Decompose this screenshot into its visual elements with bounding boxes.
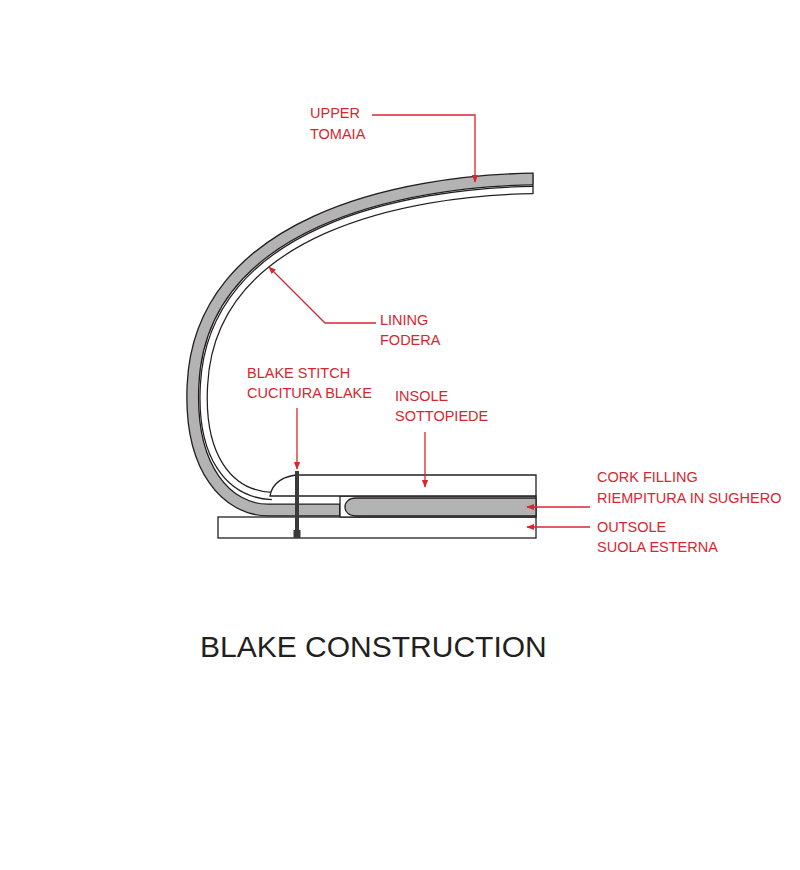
cork-filling [345, 498, 536, 516]
part-label: TOMAIA [310, 126, 365, 143]
upper-outline [193, 179, 533, 510]
part-label: CORK FILLING [597, 469, 698, 486]
part-label: OUTSOLE [597, 519, 666, 536]
lining-outline [204, 190, 533, 496]
blake-stitch [295, 471, 299, 538]
leader-line [527, 526, 590, 527]
part-label: SUOLA ESTERNA [597, 539, 718, 556]
leader-line [296, 408, 297, 469]
part-label: INSOLE [395, 388, 448, 405]
upper [193, 179, 534, 510]
leader-line [372, 115, 475, 182]
part-label: RIEMPITURA IN SUGHERO [597, 490, 782, 507]
part-label: LINING [380, 312, 428, 329]
cork-cavity [340, 496, 536, 517]
diagram-title: BLAKE CONSTRUCTION [200, 630, 547, 664]
leader-line [269, 267, 376, 323]
part-label: FODERA [380, 332, 440, 349]
part-label: CUCITURA BLAKE [247, 385, 372, 402]
leader-line [527, 506, 590, 507]
part-label: UPPER [310, 105, 360, 122]
upper-edge [532, 173, 533, 195]
lining [204, 190, 534, 496]
outsole [218, 517, 536, 538]
part-label: BLAKE STITCH [247, 365, 350, 382]
part-label: SOTTOPIEDE [395, 408, 488, 425]
leader-line [424, 432, 425, 487]
insole [270, 475, 536, 496]
stitch-knot [294, 530, 301, 538]
